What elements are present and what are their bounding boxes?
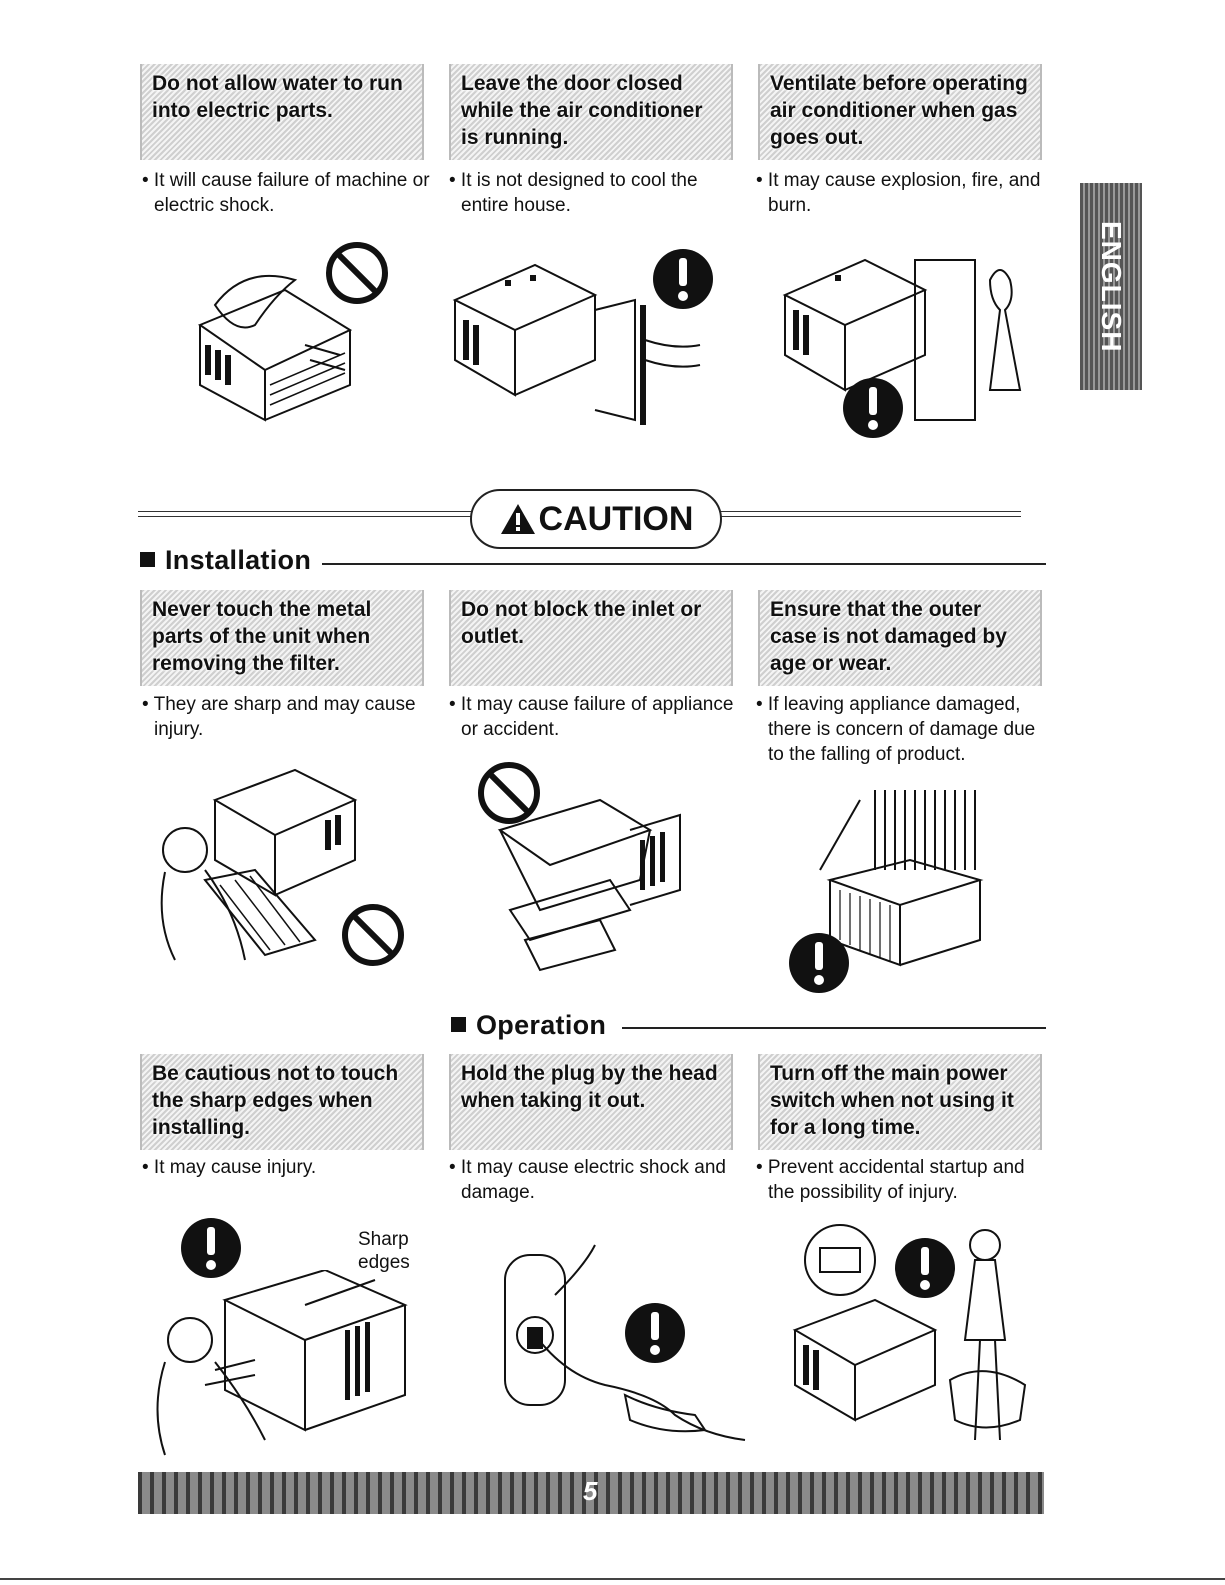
caution-title-box: Ensure that the outer case is not damage…	[758, 590, 1042, 686]
description-text: • It will cause failure of machine or el…	[142, 170, 430, 216]
description-text: • It may cause electric shock and damage…	[449, 1157, 726, 1203]
caution-label: CAUTION	[538, 499, 694, 538]
warning-title-box: Leave the door closed while the air cond…	[449, 64, 733, 160]
section-rule	[322, 563, 1046, 565]
man-installing-illustration	[156, 1270, 408, 1456]
caution-description: • It may cause failure of appliance or a…	[449, 692, 749, 742]
description-text: • If leaving appliance damaged, there is…	[756, 694, 1036, 765]
man-removing-filter-illustration	[160, 768, 358, 961]
warning-description: • It will cause failure of machine or el…	[142, 168, 442, 218]
warning-title-box: Do not allow water to run into electric …	[140, 64, 424, 160]
caution-description: • It may cause injury.	[142, 1155, 442, 1180]
exclamation-icon	[789, 933, 849, 993]
page-number: 5	[583, 1476, 598, 1506]
warning-triangle-icon	[500, 504, 535, 534]
caution-title: Hold the plug by the head when taking it…	[461, 1062, 718, 1112]
prohibited-icon	[326, 242, 388, 304]
warning-title-box: Ventilate before operating air condition…	[758, 64, 1042, 160]
caution-banner: CAUTION	[470, 489, 722, 549]
caution-description: • Prevent accidental startup and the pos…	[756, 1155, 1056, 1205]
section-heading-text: Installation	[165, 545, 312, 575]
caution-description: • They are sharp and may cause injury.	[142, 692, 442, 742]
plug-removal-illustration	[504, 1244, 746, 1441]
warning-title: Leave the door closed while the air cond…	[461, 72, 703, 149]
caution-description: • If leaving appliance damaged, there is…	[756, 692, 1056, 767]
description-text: • It may cause failure of appliance or a…	[449, 694, 734, 740]
exclamation-icon	[181, 1218, 241, 1278]
section-rule	[622, 1027, 1046, 1029]
language-tab-label: ENGLISH	[1096, 220, 1127, 353]
footer-bar: 5	[138, 1472, 1044, 1514]
caution-title-box: Never touch the metal parts of the unit …	[140, 590, 424, 686]
section-heading-text: Operation	[476, 1010, 607, 1040]
square-bullet-icon	[140, 552, 155, 567]
warning-title: Ventilate before operating air condition…	[770, 72, 1028, 149]
description-text: • They are sharp and may cause injury.	[142, 694, 416, 740]
power-off-illustration	[792, 1224, 1027, 1441]
page-bottom-edge	[0, 1578, 1225, 1580]
ac-door-illustration	[452, 263, 701, 425]
warning-title: Do not allow water to run into electric …	[152, 72, 403, 122]
blocked-outlet-illustration	[497, 798, 681, 972]
caution-description: • It may cause electric shock and damage…	[449, 1155, 749, 1205]
caution-title: Never touch the metal parts of the unit …	[152, 598, 372, 675]
sharp-edges-label: Sharp edges	[358, 1229, 410, 1273]
section-heading-operation: Operation	[451, 1010, 606, 1041]
exclamation-icon	[843, 378, 903, 438]
description-text: • Prevent accidental startup and the pos…	[756, 1157, 1025, 1203]
prohibited-icon	[478, 762, 540, 824]
exclamation-icon	[653, 249, 713, 309]
description-text: • It is not designed to cool the entire …	[449, 170, 698, 216]
exclamation-icon	[895, 1238, 955, 1298]
language-tab: ENGLISH	[1080, 183, 1142, 390]
description-text: • It may cause injury.	[142, 1157, 317, 1178]
caution-title: Do not block the inlet or outlet.	[461, 598, 702, 648]
caution-title-box: Be cautious not to touch the sharp edges…	[140, 1054, 424, 1150]
square-bullet-icon	[451, 1017, 466, 1032]
divider-line	[716, 511, 1021, 517]
section-heading-installation: Installation	[140, 545, 311, 576]
exclamation-icon	[625, 1303, 685, 1363]
caution-title-box: Turn off the main power switch when not …	[758, 1054, 1042, 1150]
ac-water-illustration	[197, 274, 353, 422]
description-text: • It may cause explosion, fire, and burn…	[756, 170, 1041, 216]
damaged-case-illustration	[819, 790, 984, 967]
caution-title: Ensure that the outer case is not damage…	[770, 598, 1007, 675]
caution-title-box: Hold the plug by the head when taking it…	[449, 1054, 733, 1150]
divider-line	[138, 511, 472, 517]
caution-title: Be cautious not to touch the sharp edges…	[152, 1062, 399, 1139]
caution-title: Turn off the main power switch when not …	[770, 1062, 1014, 1139]
warning-description: • It is not designed to cool the entire …	[449, 168, 749, 218]
caution-title-box: Do not block the inlet or outlet.	[449, 590, 733, 686]
prohibited-icon	[342, 904, 404, 966]
warning-description: • It may cause explosion, fire, and burn…	[756, 168, 1056, 218]
